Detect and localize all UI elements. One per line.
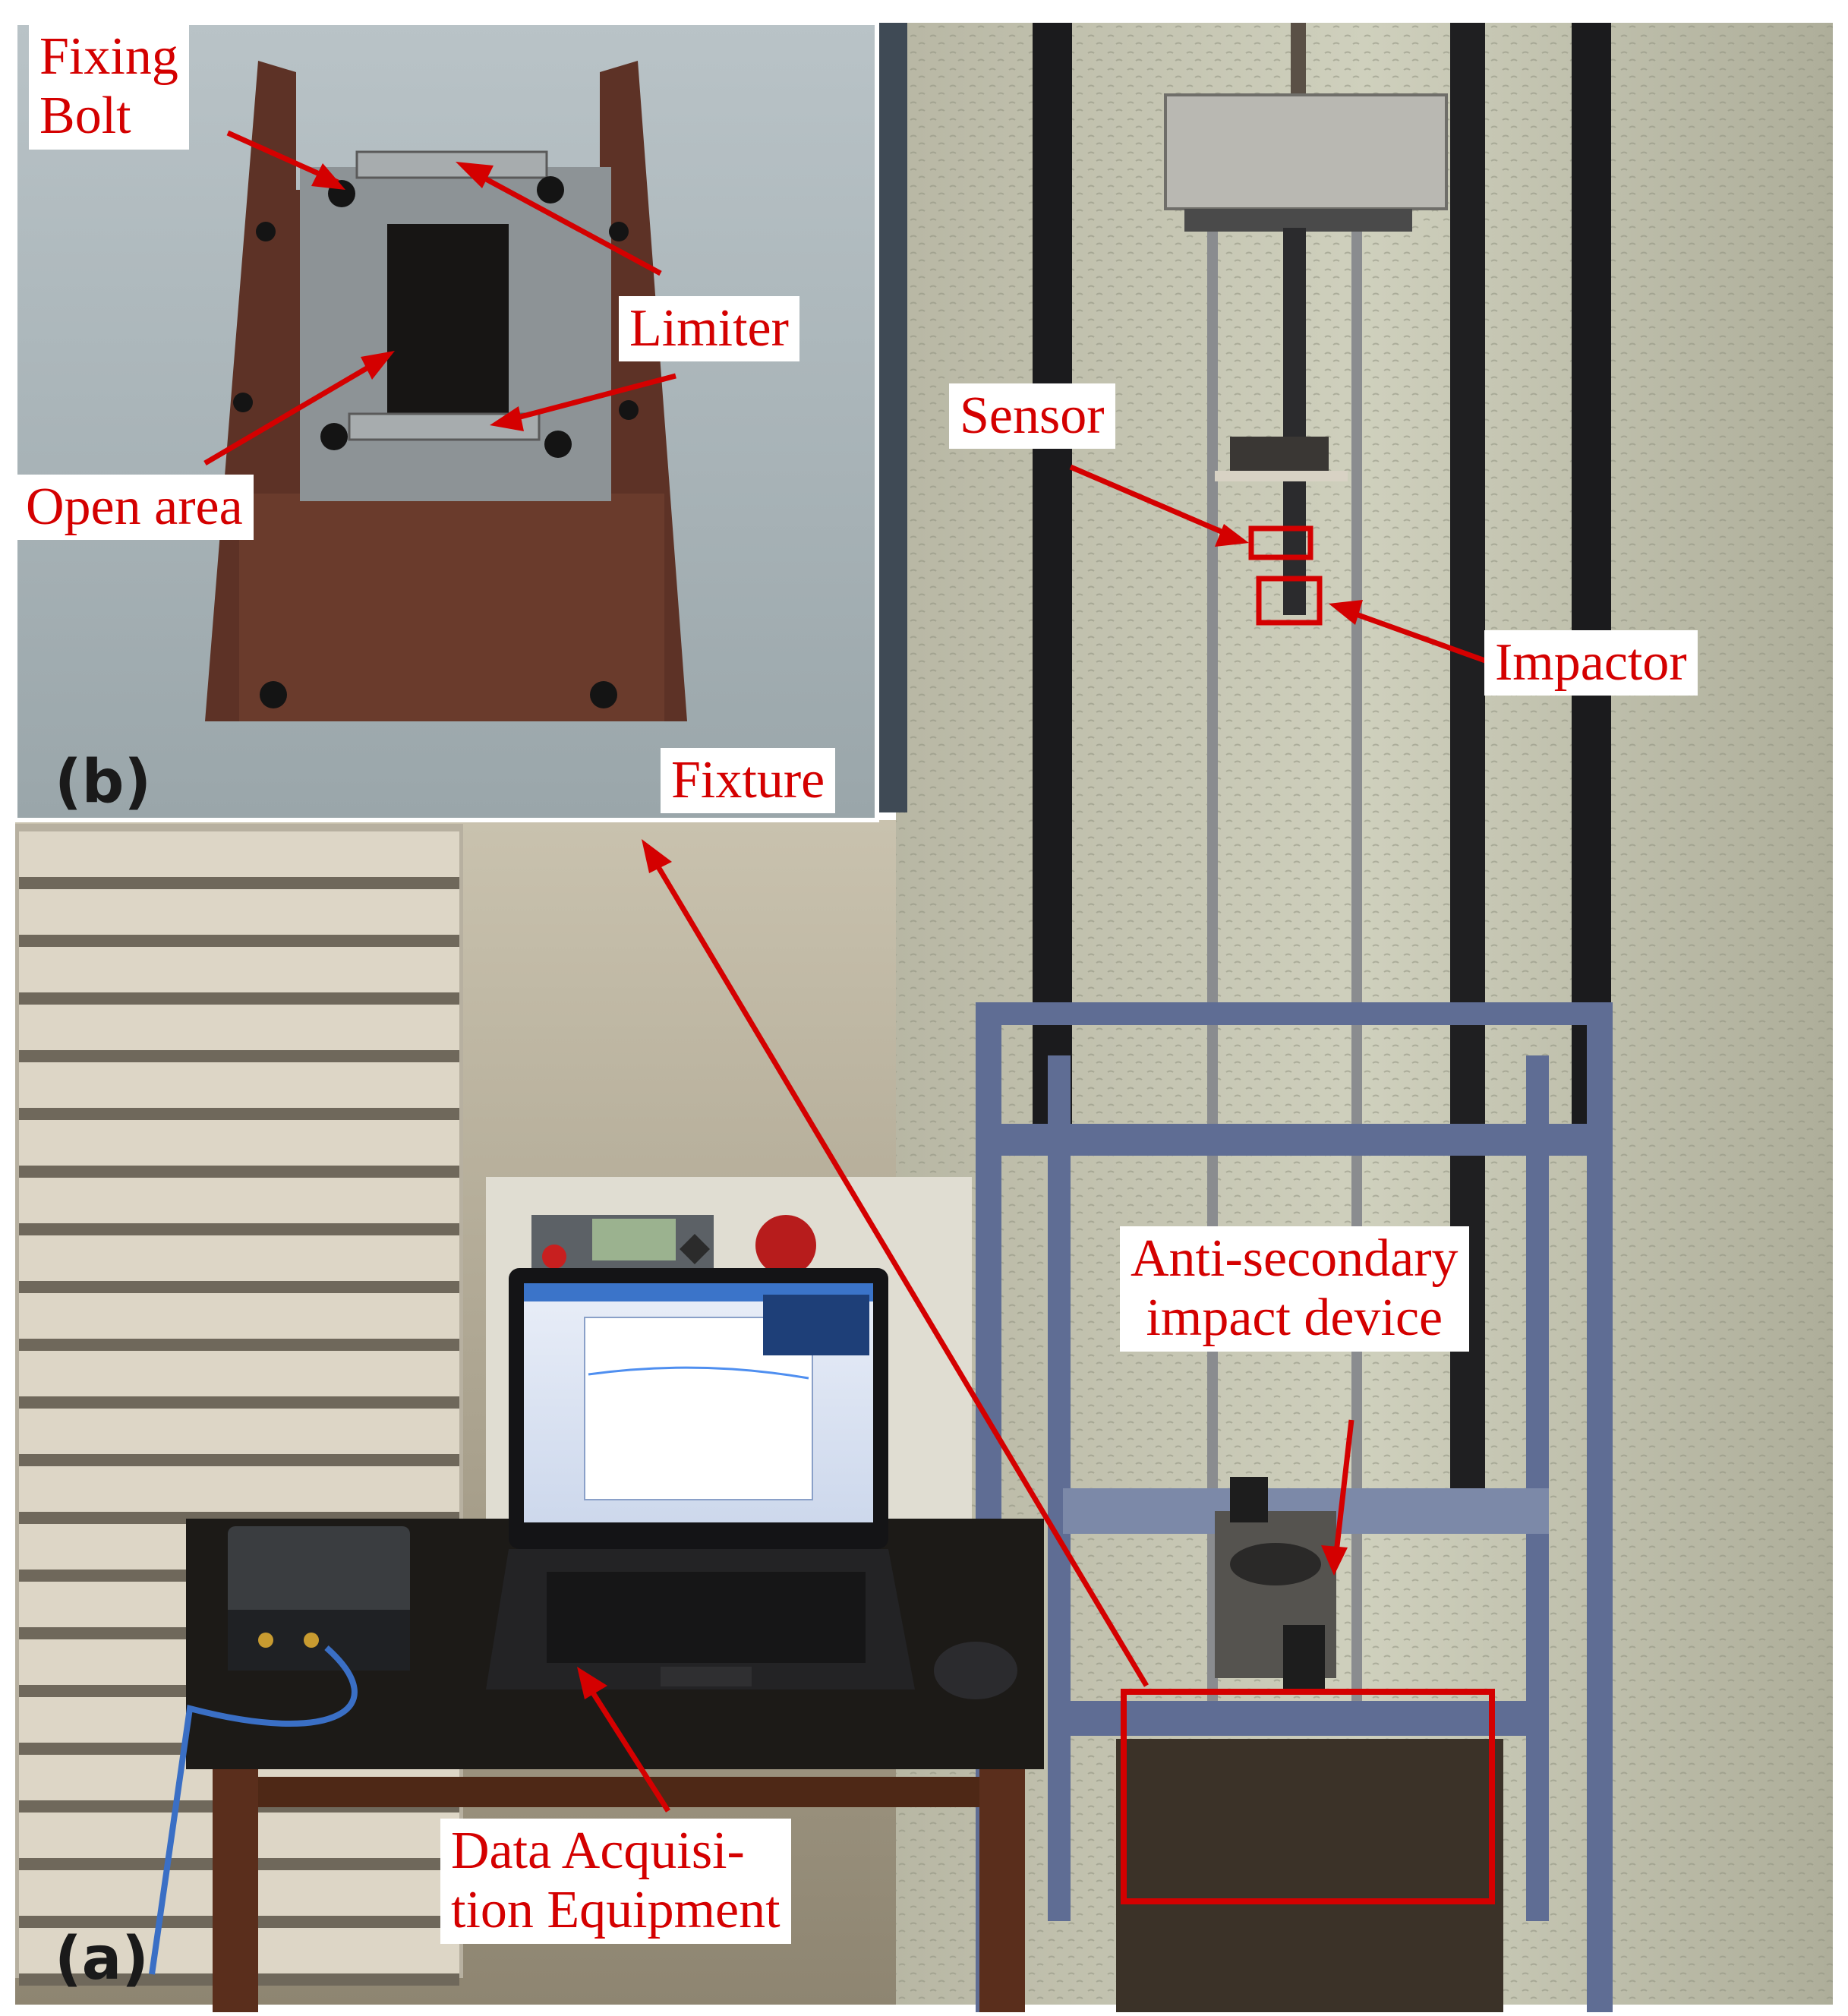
shutter-slat (19, 1120, 459, 1166)
shutter-slat (19, 1293, 459, 1339)
panel-label-b: (b) (55, 748, 152, 816)
panel-a-photo (15, 23, 1833, 2012)
fixture-label: Fixture (661, 748, 836, 814)
shutter-slat-shadow (19, 1166, 459, 1178)
drop-carriage (1164, 93, 1448, 210)
shutter-slat (19, 1235, 459, 1281)
laptop (486, 1268, 915, 1689)
shutter-slat (19, 1466, 459, 1512)
drive-chain (1291, 23, 1306, 99)
data-acquisition-label: Data Acquisi- tion Equipment (440, 1819, 791, 1944)
fixture-open-area (387, 224, 509, 429)
fixture-marker-box (1121, 1689, 1495, 1904)
shutter-slat (19, 1005, 459, 1050)
mouse (934, 1642, 1017, 1699)
shutter-slat (19, 1351, 459, 1396)
shutter-slat-shadow (19, 1108, 459, 1120)
shutter-slat-shadow (19, 992, 459, 1005)
striker-rod (1283, 228, 1306, 615)
shutter-slat-shadow (19, 1050, 459, 1062)
fixing-bolts (233, 176, 639, 708)
shutter-slat (19, 1409, 459, 1454)
data-acquisition-label-line1: Data Acquisi- (451, 1822, 745, 1880)
shutter-slat-shadow (19, 1339, 459, 1351)
sensor-label: Sensor (949, 383, 1115, 450)
shutter-slat (19, 831, 459, 877)
impactor-label: Impactor (1484, 630, 1698, 696)
open-area-label: Open area (15, 475, 254, 541)
shutter-slat (19, 947, 459, 992)
anti-secondary-label-line2: impact device (1146, 1289, 1443, 1348)
shutter-slat (19, 1062, 459, 1108)
limiter-top (355, 150, 548, 179)
shutter-slat-shadow (19, 935, 459, 947)
shutter-slat (19, 889, 459, 935)
shutter-slat-shadow (19, 1281, 459, 1293)
limiter-label: Limiter (619, 296, 799, 362)
anti-secondary-device (1215, 1477, 1336, 1693)
shutter-slat-shadow (19, 1223, 459, 1235)
drop-tower (1033, 23, 1611, 1716)
fixing-bolt-label-line2: Bolt (39, 87, 131, 146)
shutter-slat-shadow (19, 877, 459, 889)
data-acquisition-label-line2: tion Equipment (451, 1881, 781, 1940)
panel-b-photo (13, 21, 879, 822)
impactor-marker-box (1256, 576, 1323, 626)
shutter-slat-shadow (19, 1454, 459, 1466)
panel-label-a: (a) (55, 1925, 149, 1993)
annotation-arrows (203, 130, 1497, 1813)
sensor-marker-box (1248, 525, 1313, 560)
fixture-under-frame (1116, 1739, 1503, 2012)
shutter-slat (19, 1178, 459, 1223)
fixing-bolt-label-line1: Fixing (39, 27, 178, 86)
anti-secondary-label-line1: Anti-secondary (1131, 1229, 1459, 1288)
data-acquisition-box (149, 1526, 410, 1975)
fixing-bolt-label: Fixing Bolt (29, 24, 189, 150)
shutter-slat-shadow (19, 1396, 459, 1409)
anti-secondary-label: Anti-secondary impact device (1120, 1226, 1469, 1352)
